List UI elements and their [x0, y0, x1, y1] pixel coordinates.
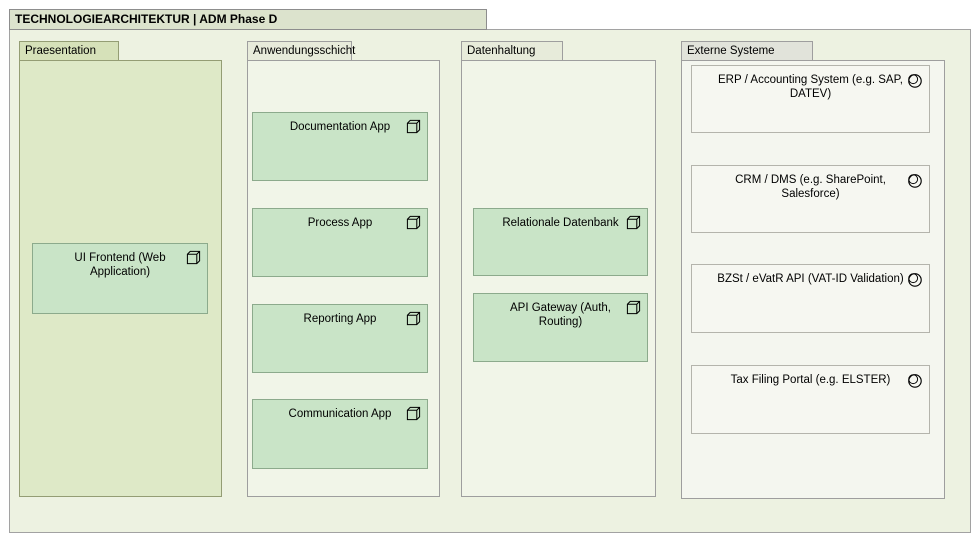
node-label: BZSt / eVatR API (VAT-ID Validation)	[717, 273, 904, 285]
group-body-datenhaltung[interactable]	[461, 60, 656, 497]
group-label: Praesentation	[25, 45, 96, 57]
external-circle-icon	[908, 273, 922, 287]
group-label: Datenhaltung	[467, 45, 536, 57]
external-crm-dms[interactable]: CRM / DMS (e.g. SharePoint, Salesforce)	[691, 165, 930, 233]
group-label: Externe Systeme	[687, 45, 775, 57]
diagram-title-tab[interactable]: TECHNOLOGIEARCHITEKTUR | ADM Phase D	[9, 9, 487, 30]
external-circle-icon	[908, 74, 922, 88]
node-ui-frontend[interactable]: UI Frontend (Web Application)	[32, 243, 208, 314]
node-label: Reporting App	[303, 313, 377, 325]
node-reporting-app[interactable]: Reporting App	[252, 304, 428, 373]
node-label: Process App	[307, 217, 373, 229]
group-tab-externe-systeme[interactable]: Externe Systeme	[681, 41, 813, 61]
node-label: Tax Filing Portal (e.g. ELSTER)	[730, 374, 891, 386]
node-documentation-app[interactable]: Documentation App	[252, 112, 428, 181]
node-cube-icon	[626, 215, 641, 230]
node-process-app[interactable]: Process App	[252, 208, 428, 277]
group-tab-anwendungsschicht[interactable]: Anwendungsschicht	[247, 41, 356, 61]
node-communication-app[interactable]: Communication App	[252, 399, 428, 469]
external-circle-icon	[908, 374, 922, 388]
node-label: ERP / Accounting System (e.g. SAP, DATEV…	[718, 74, 903, 100]
node-cube-icon	[626, 300, 641, 315]
external-circle-icon	[908, 174, 922, 188]
node-label: CRM / DMS (e.g. SharePoint, Salesforce)	[735, 174, 886, 200]
group-tab-praesentation[interactable]: Praesentation	[19, 41, 119, 61]
external-erp-accounting-system[interactable]: ERP / Accounting System (e.g. SAP, DATEV…	[691, 65, 930, 133]
node-cube-icon	[406, 119, 421, 134]
node-label: UI Frontend (Web Application)	[74, 252, 166, 278]
node-cube-icon	[186, 250, 201, 265]
node-label: API Gateway (Auth, Routing)	[510, 302, 611, 328]
node-cube-icon	[406, 406, 421, 421]
diagram-title: TECHNOLOGIEARCHITEKTUR | ADM Phase D	[15, 12, 278, 26]
node-label: Documentation App	[289, 121, 391, 133]
node-api-gateway[interactable]: API Gateway (Auth, Routing)	[473, 293, 648, 362]
group-tab-datenhaltung[interactable]: Datenhaltung	[461, 41, 563, 61]
node-label: Relationale Datenbank	[502, 217, 619, 229]
node-cube-icon	[406, 311, 421, 326]
group-label: Anwendungsschicht	[253, 45, 356, 57]
external-bzst-evatr-api[interactable]: BZSt / eVatR API (VAT-ID Validation)	[691, 264, 930, 333]
node-label: Communication App	[288, 408, 392, 420]
node-cube-icon	[406, 215, 421, 230]
node-relationale-datenbank[interactable]: Relationale Datenbank	[473, 208, 648, 276]
external-tax-filing-portal[interactable]: Tax Filing Portal (e.g. ELSTER)	[691, 365, 930, 434]
